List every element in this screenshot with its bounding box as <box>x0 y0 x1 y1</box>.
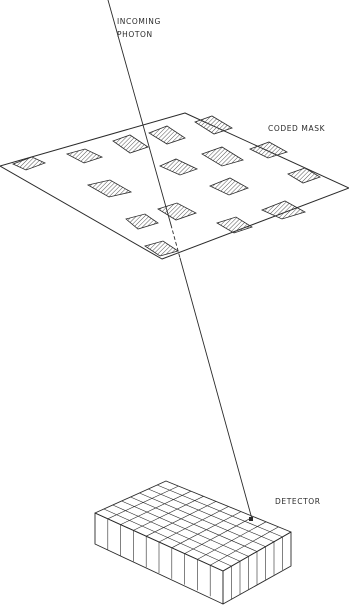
detector-grid-line <box>157 484 283 538</box>
incoming-photon-label-line2: PHOTON <box>117 30 153 39</box>
mask-hole <box>159 158 199 176</box>
mask-hole <box>201 146 244 167</box>
mask-hole <box>209 177 249 196</box>
mask-hole <box>287 167 321 184</box>
detector-grid-line <box>121 500 249 557</box>
detector-label: DETECTOR <box>275 497 321 506</box>
incoming-photon-label-line1: INCOMING <box>117 17 161 26</box>
mask-hole <box>125 213 159 230</box>
detector-block <box>94 480 292 605</box>
mask-hole <box>65 148 104 164</box>
mask-hole <box>157 202 197 221</box>
detector-grid-line <box>148 488 275 543</box>
mask-hole <box>86 179 133 198</box>
detector-grid-line <box>139 492 266 547</box>
detector-pixel-grid <box>103 484 283 600</box>
detector-grid-line <box>112 504 241 562</box>
mask-holes <box>11 115 321 257</box>
detector-hit-pixel <box>249 517 253 521</box>
mask-hole <box>194 115 233 135</box>
mask-hole <box>11 156 47 171</box>
coded-mask-label: CODED MASK <box>268 124 326 133</box>
mask-hole <box>260 200 307 220</box>
mask-hole <box>216 216 253 234</box>
coded-mask-plate <box>0 112 349 260</box>
mask-hole <box>248 141 289 159</box>
detector-grid-line <box>130 496 258 552</box>
mask-hole <box>112 134 149 154</box>
photon-ray <box>107 0 253 520</box>
detector-grid-line <box>103 508 232 567</box>
mask-hole <box>148 125 186 145</box>
mask-hole <box>144 240 179 257</box>
